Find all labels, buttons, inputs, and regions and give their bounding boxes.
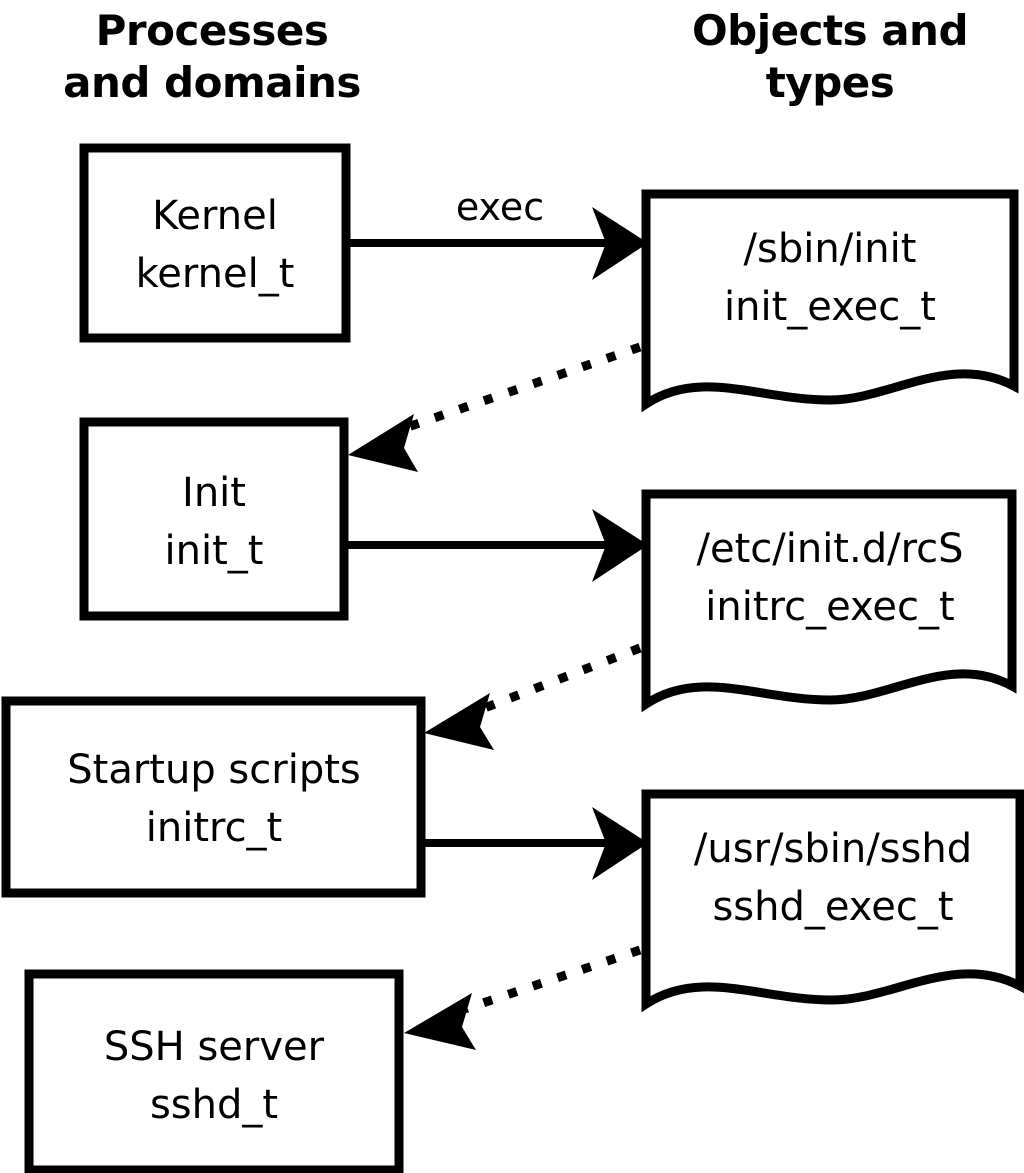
arrowhead-icon bbox=[424, 693, 494, 750]
process-node-init[interactable]: Init init_t bbox=[79, 417, 349, 621]
edge-label-exec: exec bbox=[456, 185, 544, 229]
object-node-init_exec[interactable]: /sbin/init init_exec_t bbox=[641, 189, 1019, 413]
edge-line bbox=[403, 342, 642, 433]
edge-initrc-exec-sshd_exec bbox=[424, 807, 648, 880]
edge-sshd_exec-transition-sshd bbox=[404, 945, 642, 1050]
arrowhead-icon bbox=[592, 807, 648, 880]
process-node-sshd-line1: SSH server bbox=[104, 1024, 325, 1070]
edge-initrc_exec-transition-initrc bbox=[424, 643, 642, 750]
process-node-kernel[interactable]: Kernel kernel_t bbox=[79, 143, 351, 343]
object-node-sshd_exec-line2: sshd_exec_t bbox=[712, 884, 953, 930]
edge-line bbox=[480, 643, 642, 714]
arrowhead-icon bbox=[404, 993, 476, 1050]
edge-init-exec-initrc_exec bbox=[348, 509, 648, 582]
process-node-sshd-box[interactable] bbox=[24, 969, 404, 1173]
column-heading-objects-line1: Objects and bbox=[692, 6, 968, 55]
edge-init_exec-transition-init bbox=[348, 342, 642, 472]
process-node-init-line2: init_t bbox=[165, 528, 264, 574]
process-node-initrc-line2: initrc_t bbox=[146, 805, 283, 851]
object-node-sshd_exec-document-shape[interactable] bbox=[641, 789, 1024, 1013]
object-node-init_exec-line2: init_exec_t bbox=[724, 284, 936, 330]
column-heading-processes: Processes and domains bbox=[63, 6, 361, 107]
arrowhead-icon bbox=[348, 414, 418, 472]
column-heading-processes-line1: Processes bbox=[96, 6, 329, 55]
object-node-initrc_exec[interactable]: /etc/init.d/rcS initrc_exec_t bbox=[641, 489, 1017, 713]
column-heading-processes-line2: and domains bbox=[63, 58, 361, 107]
process-node-sshd-line2: sshd_t bbox=[150, 1082, 278, 1128]
process-node-initrc[interactable]: Startup scripts initrc_t bbox=[1, 696, 426, 898]
process-node-init-box[interactable] bbox=[79, 417, 349, 621]
process-node-kernel-line2: kernel_t bbox=[136, 251, 295, 297]
object-node-initrc_exec-line1: /etc/init.d/rcS bbox=[696, 526, 963, 572]
process-node-kernel-box[interactable] bbox=[79, 143, 351, 343]
object-node-init_exec-line1: /sbin/init bbox=[744, 226, 917, 272]
object-node-initrc_exec-line2: initrc_exec_t bbox=[705, 584, 954, 630]
process-node-sshd[interactable]: SSH server sshd_t bbox=[24, 969, 404, 1173]
process-node-initrc-box[interactable] bbox=[1, 696, 426, 898]
edge-kernel-exec-init_exec: exec bbox=[350, 185, 648, 280]
object-node-sshd_exec-line1: /usr/sbin/sshd bbox=[694, 826, 972, 872]
edge-line bbox=[463, 945, 642, 1014]
column-heading-objects: Objects and types bbox=[692, 6, 969, 107]
column-heading-objects-line2: types bbox=[766, 58, 895, 107]
object-node-sshd_exec[interactable]: /usr/sbin/sshd sshd_exec_t bbox=[641, 789, 1024, 1013]
arrowhead-icon bbox=[592, 207, 648, 280]
process-node-initrc-line1: Startup scripts bbox=[67, 747, 360, 793]
process-node-kernel-line1: Kernel bbox=[152, 193, 278, 239]
object-node-init_exec-document-shape[interactable] bbox=[641, 189, 1019, 413]
object-node-initrc_exec-document-shape[interactable] bbox=[641, 489, 1017, 713]
process-node-init-line1: Init bbox=[182, 470, 246, 516]
arrowhead-icon bbox=[592, 509, 648, 582]
